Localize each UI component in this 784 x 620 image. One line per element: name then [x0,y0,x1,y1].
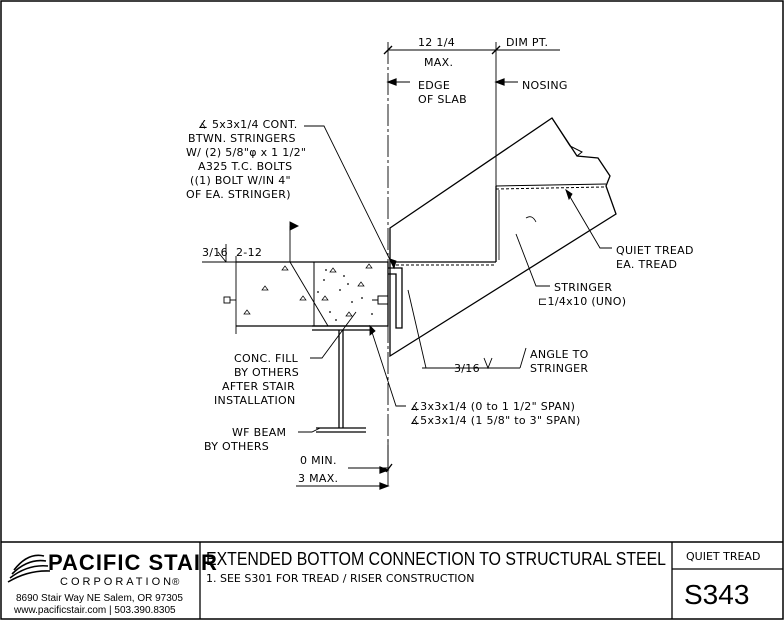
angle-cont-label-5: ((1) BOLT W/IN 4" [190,174,291,187]
conc-fill-label-4: INSTALLATION [214,394,295,407]
bolt [377,295,389,305]
concrete-slab [236,261,389,327]
angle-to-stringer-label-2: STRINGER [530,362,588,375]
company-corporation: CORPORATION [60,576,174,588]
stringer-label-1: STRINGER [554,281,612,294]
conc-fill-label-3: AFTER STAIR [222,380,295,393]
wf-beam [312,325,370,433]
wf-beam-label-2: BY OTHERS [204,440,269,453]
weld-3-16-label: 3/16 [454,362,480,375]
nosing-label: NOSING [522,79,568,92]
weld-spacing-label: 2-12 [236,246,262,259]
stringer-label-2: ⊏1/4x10 (UNO) [538,295,626,308]
edge-of-slab-label: EDGE [418,79,450,92]
drawing-code: S343 [684,579,749,610]
detail-drawing [202,42,617,490]
angle-cont-label-3: W/ (2) 5/8"φ x 1 1/2" [186,146,306,159]
quiet-tread-label-1: QUIET TREAD [616,244,694,257]
angle-cont-label-4: A325 T.C. BOLTS [198,160,292,173]
angle-cont-label-1: ∡ 5x3x1/4 CONT. [198,118,298,131]
drawing-note: 1. SEE S301 FOR TREAD / RISER CONSTRUCTI… [206,572,474,585]
company-address: 8690 Stair Way NE Salem, OR 97305 [16,593,183,604]
angle-cont-label-2: BTWN. STRINGERS [188,132,296,145]
company-logo-mark [7,554,51,583]
drawing-title: EXTENDED BOTTOM CONNECTION TO STRUCTURAL… [206,549,666,569]
conc-fill-label-1: CONC. FILL [234,352,299,365]
dim-max: MAX. [424,56,453,69]
dim-12-1-4: 12 1/4 [418,36,455,49]
edge-of-slab-label-2: OF SLAB [418,93,467,106]
concrete-hatch [243,263,373,317]
drawing-labels: 12 1/4 MAX. DIM PT. EDGE OF SLAB NOSING … [186,36,694,485]
angle-span-label-1: ∡3x3x1/4 (0 to 1 1/2" SPAN) [410,400,575,413]
conc-fill-label-2: BY OTHERS [234,366,299,379]
weld-size-label: 3/16 [202,246,228,259]
company-contact: www.pacificstair.com | 503.390.8305 [13,605,176,616]
quiet-tread [495,183,607,187]
leaders [202,125,612,433]
company-name: PACIFIC STAIR [48,550,218,575]
registered-mark: ® [172,577,180,588]
continuous-angle [388,267,403,329]
angle-span-label-2: ∡5x3x1/4 (1 5/8" to 3" SPAN) [410,414,581,427]
quiet-tread-label-2: EA. TREAD [616,258,677,271]
dim-pt-label: DIM PT. [506,36,548,49]
angle-cont-label-6: OF EA. STRINGER) [186,188,291,201]
three-max-label: 3 MAX. [298,472,338,485]
drawing-category: QUIET TREAD [686,550,760,563]
angle-to-stringer-label-1: ANGLE TO [530,348,589,361]
zero-min-label: 0 MIN. [300,454,337,467]
wf-beam-label-1: WF BEAM [232,426,286,439]
stringer-outline [389,117,617,358]
